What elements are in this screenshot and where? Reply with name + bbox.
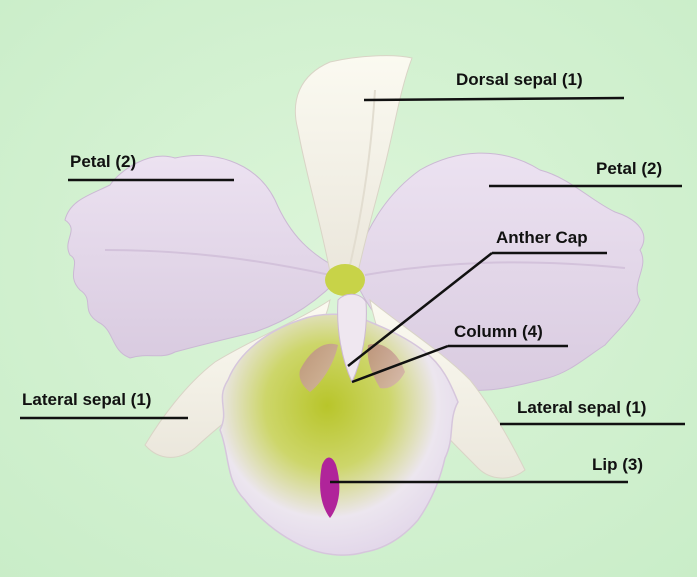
label-lateral-sepal-right: Lateral sepal (1) [517,398,646,418]
label-petal-left: Petal (2) [70,152,136,172]
label-lip: Lip (3) [592,455,643,475]
flower-center [325,264,365,296]
label-column: Column (4) [454,322,543,342]
label-petal-right: Petal (2) [596,159,662,179]
label-lateral-sepal-left: Lateral sepal (1) [22,390,151,410]
label-anther-cap: Anther Cap [496,228,588,248]
label-dorsal-sepal: Dorsal sepal (1) [456,70,583,90]
